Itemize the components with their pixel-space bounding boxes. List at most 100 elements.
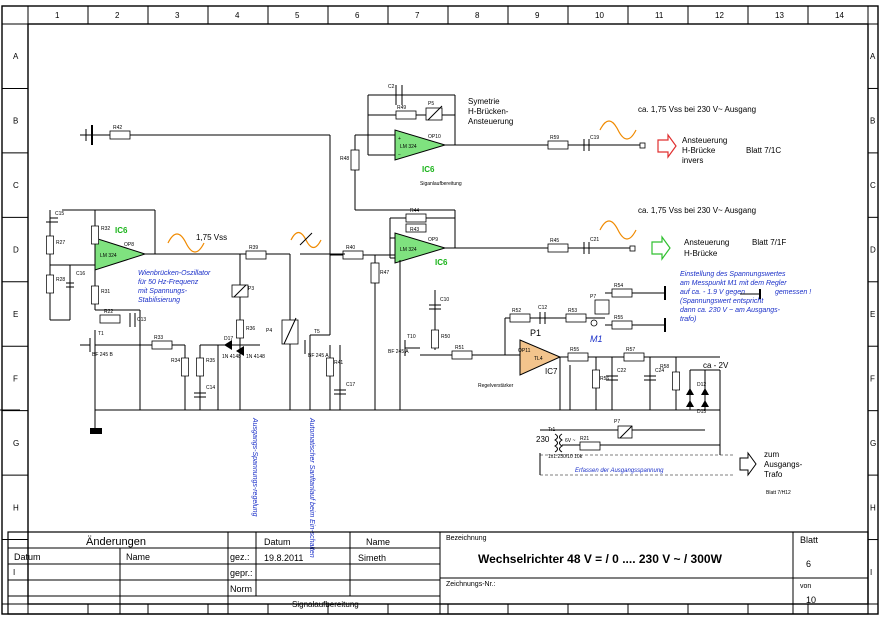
sheet-ref-c: Blatt 7/1C <box>746 146 781 155</box>
c14-label: C14 <box>206 385 215 391</box>
vss-note-left: 1,75 Vss <box>196 233 227 242</box>
m1-label: M1 <box>590 334 603 344</box>
date-col-header: Datum <box>14 552 41 562</box>
c24-label: C24 <box>655 368 664 374</box>
p8-label: P7 <box>614 419 620 425</box>
v230-label: 230 <box>536 435 550 444</box>
setup-note-1: Einstellung des Spannungswertes <box>680 271 786 278</box>
r43-label: R43 <box>410 227 419 233</box>
c17-label: C17 <box>346 382 355 388</box>
sine-wave-icon <box>599 120 637 140</box>
sine-wave-icon-4 <box>290 231 322 249</box>
sine-wave-icon-2 <box>599 220 637 240</box>
column-label: 1 <box>55 11 60 20</box>
row-label: E <box>13 310 18 319</box>
r51-label: R51 <box>455 345 464 351</box>
voltage-regulation-note: Ausgangs-Spannungs-regelung <box>251 417 258 517</box>
title-block <box>7 531 869 615</box>
output-trafo-3: Trafo <box>764 470 783 479</box>
control-label: Ansteuerung <box>468 117 513 126</box>
tr1-label: Tr1 <box>548 427 556 433</box>
h-bridge-label: H-Brücken- <box>468 107 509 116</box>
c16-label: C16 <box>76 271 85 277</box>
opamp-op11-name: TL4 <box>534 356 543 362</box>
column-label: 6 <box>355 11 360 20</box>
d17-value: 1N 4148 <box>222 354 241 360</box>
column-label: 4 <box>235 11 240 20</box>
row-label: D <box>13 246 19 255</box>
r22-label: R22 <box>104 309 113 315</box>
column-label: 2 <box>115 11 120 20</box>
opamp-op9-name: LM 324 <box>400 247 417 253</box>
r40-label: R40 <box>346 245 355 251</box>
subtitle: Signalaufbereitung <box>292 600 359 609</box>
of-header: von <box>800 583 811 590</box>
column-label: 14 <box>835 11 844 20</box>
r33-label: R33 <box>154 335 163 341</box>
opamp-op10-name: LM 324 <box>400 144 417 150</box>
drawn-label: gez.: <box>230 552 250 562</box>
diode-d14 <box>686 400 694 407</box>
vss-note-top: ca. 1,75 Vss bei 230 V~ Ausgang <box>638 105 756 114</box>
c21-label: C21 <box>590 237 599 243</box>
row-label: H <box>870 503 876 512</box>
ic7-label: IC7 <box>545 367 558 376</box>
c13-label: C13 <box>137 317 146 323</box>
opamp-op10-number: OP10 <box>428 134 441 140</box>
wien-note-3: mit Spannungs- <box>138 288 188 295</box>
t-left-name: BF 245 B <box>92 352 114 358</box>
wien-note-4: Stabilisierung <box>138 297 180 304</box>
column-label: 10 <box>595 11 604 20</box>
r55-label: R55 <box>570 347 579 353</box>
signal-arrow-icon-2 <box>651 235 671 261</box>
opamp-op11-number: OP11 <box>518 348 531 354</box>
drawn-name: Simeth <box>358 553 386 563</box>
trafo-label: 1x1:230/10 10k <box>548 454 583 460</box>
p3-label: P3 <box>248 286 254 292</box>
t-low-label: T10 <box>407 334 416 340</box>
column-label: 11 <box>655 11 664 20</box>
r47-label: R47 <box>380 270 389 276</box>
output-label-1: Ansteuerung <box>684 238 729 247</box>
row-label: G <box>13 439 19 448</box>
r34-label: R34 <box>171 358 180 364</box>
name2-col-header: Name <box>366 537 390 547</box>
wien-note-2: für 50 Hz-Frequenz <box>138 279 199 286</box>
sine-wave-icon-3 <box>167 233 205 253</box>
p4-label: P4 <box>266 328 272 334</box>
opamp-op8-name: LM 324 <box>100 253 117 259</box>
output-trafo-2: Ausgangs- <box>764 460 803 469</box>
r31-label: R31 <box>101 289 110 295</box>
c19-label: C19 <box>590 135 599 141</box>
diode-d15 <box>701 400 709 407</box>
r55b-label: R55 <box>614 315 623 321</box>
minus-2v-label: ca - 2V <box>703 361 729 370</box>
r48-label: R48 <box>340 156 349 162</box>
vss-note-mid: ca. 1,75 Vss bei 230 V~ Ausgang <box>638 206 756 215</box>
column-label: 13 <box>775 11 784 20</box>
setup-note-5: dann ca. 230 V ~ am Ausgangs- <box>680 307 781 314</box>
sheet-total: 10 <box>806 595 816 605</box>
r36-label: R36 <box>246 326 255 332</box>
ic6-mid-label: IC6 <box>435 258 448 267</box>
name-col-header: Name <box>126 552 150 562</box>
sheet-ref-d: Blatt 7/1F <box>752 238 786 247</box>
sheet-ref-h: Blatt 7/H12 <box>766 490 791 496</box>
designation-header: Bezeichnung <box>446 535 487 542</box>
ic6-left-label: IC6 <box>115 226 128 235</box>
row-label: G <box>870 439 876 448</box>
output-label-2: H-Brücke <box>684 249 718 258</box>
row-label: I <box>13 568 15 577</box>
svg-text:−: − <box>398 152 401 158</box>
r27-label: R27 <box>56 240 65 246</box>
p7-label: P7 <box>590 294 596 300</box>
row-label: B <box>13 117 18 126</box>
opamp-op8-number: OP8 <box>124 242 134 248</box>
row-label: A <box>13 52 19 61</box>
drawn-date: 19.8.2011 <box>264 553 303 563</box>
softstart-note: Automatischer Sanftanlauf beim Ein-schal… <box>308 417 315 558</box>
regulator-label: Regelverstärker <box>478 383 514 389</box>
output-inverse-label-3: invers <box>682 156 703 165</box>
ic6-top-label: IC6 <box>422 165 435 174</box>
column-label: 5 <box>295 11 300 20</box>
